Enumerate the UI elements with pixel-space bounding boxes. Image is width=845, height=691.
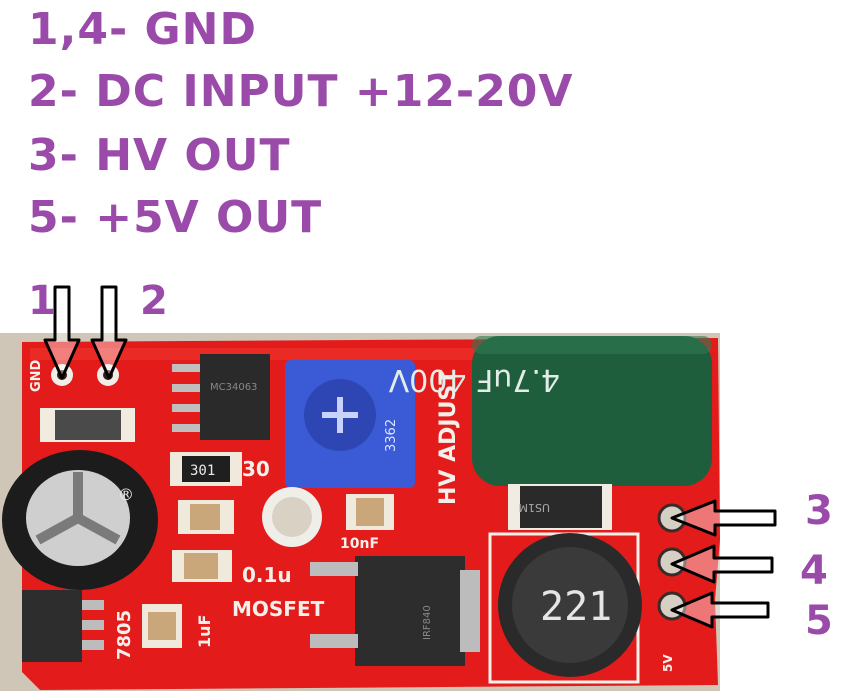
diode-marking: US1M bbox=[518, 501, 550, 514]
pin-hole-4 bbox=[657, 547, 687, 577]
diode-us1m-body bbox=[520, 486, 602, 528]
mosfet-lead-1 bbox=[310, 562, 358, 576]
smd-cap-c-body bbox=[184, 553, 218, 579]
smd-diode-body bbox=[55, 410, 121, 440]
legend-line-2: 2- DC INPUT +12-20V bbox=[28, 66, 574, 117]
silk-10nf: 10nF bbox=[340, 536, 379, 552]
resistor-301-body bbox=[182, 456, 230, 482]
cap-left-vent bbox=[35, 472, 121, 545]
smd-cap-b-body bbox=[356, 498, 384, 526]
hv-capacitor-rating: 4.7uF 400V bbox=[388, 362, 560, 397]
silk-mosfet: MOSFET bbox=[232, 597, 325, 621]
arrow-left-pin-5 bbox=[670, 591, 770, 629]
pin-number-4: 4 bbox=[800, 548, 828, 594]
arrow-down-pin-1 bbox=[43, 285, 81, 380]
ic-pins bbox=[172, 364, 200, 432]
hv-adjust-label: HV ADJUST bbox=[436, 370, 461, 505]
silk-1uf: 1uF bbox=[195, 615, 214, 648]
mosfet-tab bbox=[460, 570, 480, 652]
mounting-hole-inner bbox=[272, 497, 312, 537]
arrow-left-pin-3 bbox=[670, 499, 777, 537]
mosfet-package bbox=[355, 556, 465, 666]
pin-number-3: 3 bbox=[805, 488, 833, 534]
trimmer-slot bbox=[322, 397, 358, 433]
cap-left-logo: ® bbox=[118, 485, 134, 504]
smd-cap-a-body bbox=[190, 504, 220, 530]
arrow-left-pin-4 bbox=[670, 544, 774, 584]
hv-capacitor bbox=[472, 336, 712, 486]
ic-marking: MC34063 bbox=[210, 382, 257, 393]
pin-number-1: 1 bbox=[28, 278, 56, 324]
gnd-silk-label: GND bbox=[29, 359, 44, 392]
mosfet-marking: IRF840 bbox=[422, 605, 433, 640]
silk-0-1u: 0.1u bbox=[242, 563, 292, 587]
inductor-core bbox=[512, 547, 628, 663]
trimmer-code: 3362 bbox=[384, 419, 399, 452]
silk-5v: 5V bbox=[661, 654, 675, 672]
legend-line-4: 5- +5V OUT bbox=[28, 192, 323, 243]
resistor-code: 301 bbox=[190, 463, 215, 479]
legend-line-1: 1,4- GND bbox=[28, 4, 257, 55]
pin-number-2: 2 bbox=[140, 278, 168, 324]
silk-7805: 7805 bbox=[114, 610, 135, 660]
regulator-7805 bbox=[22, 590, 82, 662]
smd-cap-d-body bbox=[148, 612, 176, 640]
silk-30: 30 bbox=[242, 457, 270, 481]
inductor-code: 221 bbox=[540, 584, 612, 630]
ic-chip bbox=[200, 354, 270, 440]
regulator-leads bbox=[82, 600, 104, 650]
hv-capacitor-shine bbox=[472, 336, 712, 354]
arrow-down-pin-2 bbox=[90, 285, 128, 380]
pin-number-5: 5 bbox=[805, 598, 833, 644]
mosfet-lead-2 bbox=[310, 634, 358, 648]
legend-line-3: 3- HV OUT bbox=[28, 130, 291, 181]
